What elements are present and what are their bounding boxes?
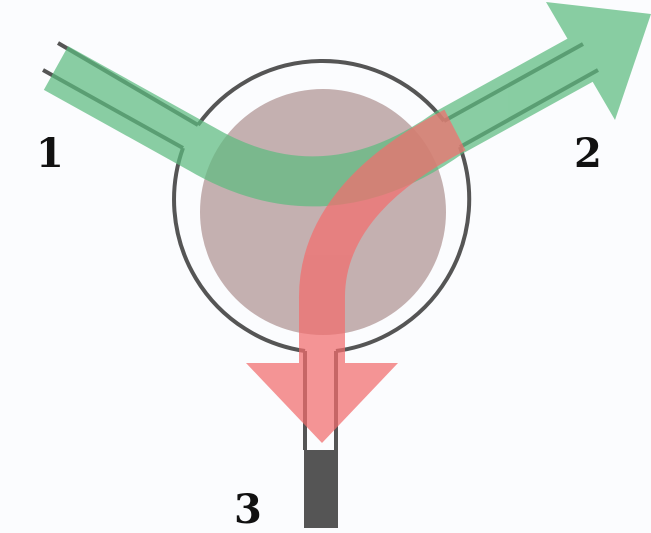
port-2-label: 2 [574, 130, 602, 177]
port-1-label: 1 [36, 130, 64, 177]
port-3-label: 3 [234, 486, 262, 533]
port-3-termination [304, 450, 338, 528]
flow-1-to-2 [43, 2, 651, 207]
flow-2-to-3 [246, 109, 466, 443]
